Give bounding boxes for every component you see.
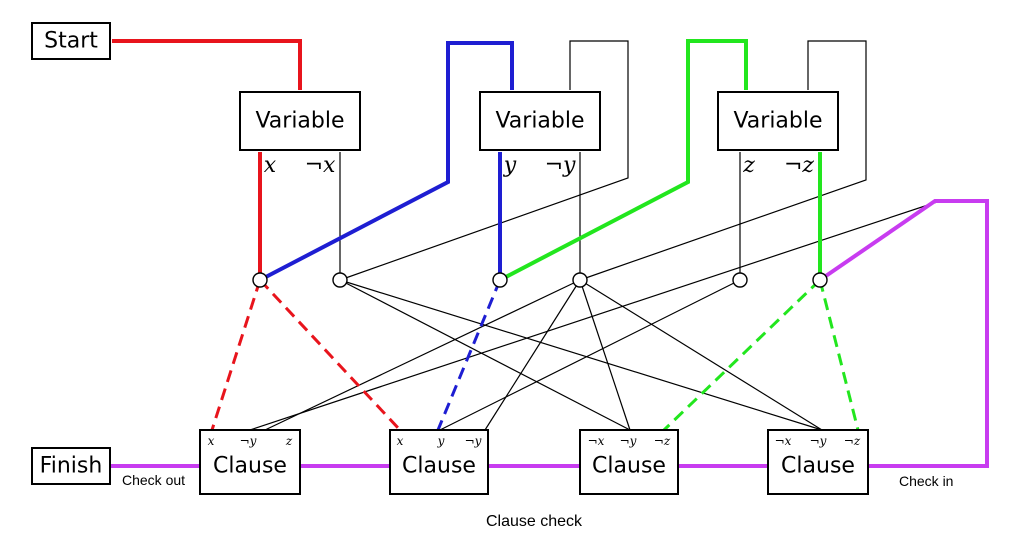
junction-not-y bbox=[572, 272, 588, 288]
clause-label: Clause bbox=[213, 454, 287, 479]
clause-literal: y bbox=[437, 434, 445, 448]
clause-box-2: Clause x y ¬y bbox=[389, 429, 489, 495]
clause-box-4: Clause ¬x ¬y ¬z bbox=[767, 429, 869, 495]
wires bbox=[249, 40, 941, 431]
caption: Clause check bbox=[486, 513, 583, 530]
clause-check-path bbox=[110, 199, 989, 468]
clause-literal: ¬y bbox=[240, 434, 257, 448]
literal-label: ¬z bbox=[784, 153, 814, 178]
junction-nodes bbox=[252, 272, 828, 288]
variable-label: Variable bbox=[495, 109, 584, 134]
check-out-label: Check out bbox=[122, 472, 185, 488]
clause-literal: x bbox=[397, 434, 404, 448]
clause-literal: ¬z bbox=[654, 434, 671, 448]
clause-box-3: Clause ¬x ¬y ¬z bbox=[579, 429, 679, 495]
variable-box-x: Variable x ¬x bbox=[239, 91, 361, 178]
literal-label: y bbox=[503, 153, 517, 178]
clause-literal: ¬y bbox=[810, 434, 827, 448]
literal-label: z bbox=[742, 153, 755, 178]
variable-label: Variable bbox=[255, 109, 344, 134]
start-label: Start bbox=[44, 29, 98, 54]
clause-literal: ¬x bbox=[775, 434, 792, 448]
junction-not-z bbox=[812, 272, 828, 288]
finish-box: Finish bbox=[31, 447, 111, 485]
literal-label: ¬x bbox=[305, 153, 336, 178]
junction-y bbox=[492, 272, 508, 288]
variable-box-z: Variable z ¬z bbox=[717, 91, 839, 178]
clause-label: Clause bbox=[402, 454, 476, 479]
check-in-label: Check in bbox=[899, 473, 953, 489]
junction-not-x bbox=[332, 272, 348, 288]
variable-x-path bbox=[112, 39, 402, 432]
clause-literal: ¬y bbox=[465, 434, 482, 448]
clause-literal: ¬z bbox=[844, 434, 861, 448]
clause-literal: z bbox=[285, 434, 293, 448]
start-box: Start bbox=[31, 22, 111, 60]
variable-y-path bbox=[259, 41, 514, 431]
clause-literal: ¬y bbox=[620, 434, 637, 448]
clause-literal: x bbox=[208, 434, 215, 448]
literal-label: ¬y bbox=[545, 153, 576, 178]
literal-label: x bbox=[264, 153, 277, 178]
clause-box-1: Clause x ¬y z bbox=[199, 429, 301, 495]
variable-box-y: Variable y ¬y bbox=[479, 91, 601, 178]
junction-z bbox=[732, 272, 748, 288]
clause-literal: ¬x bbox=[588, 434, 605, 448]
junction-x bbox=[252, 272, 268, 288]
variable-label: Variable bbox=[733, 109, 822, 134]
variable-z-path bbox=[499, 39, 860, 432]
clause-label: Clause bbox=[781, 454, 855, 479]
clause-label: Clause bbox=[592, 454, 666, 479]
finish-label: Finish bbox=[40, 454, 103, 479]
